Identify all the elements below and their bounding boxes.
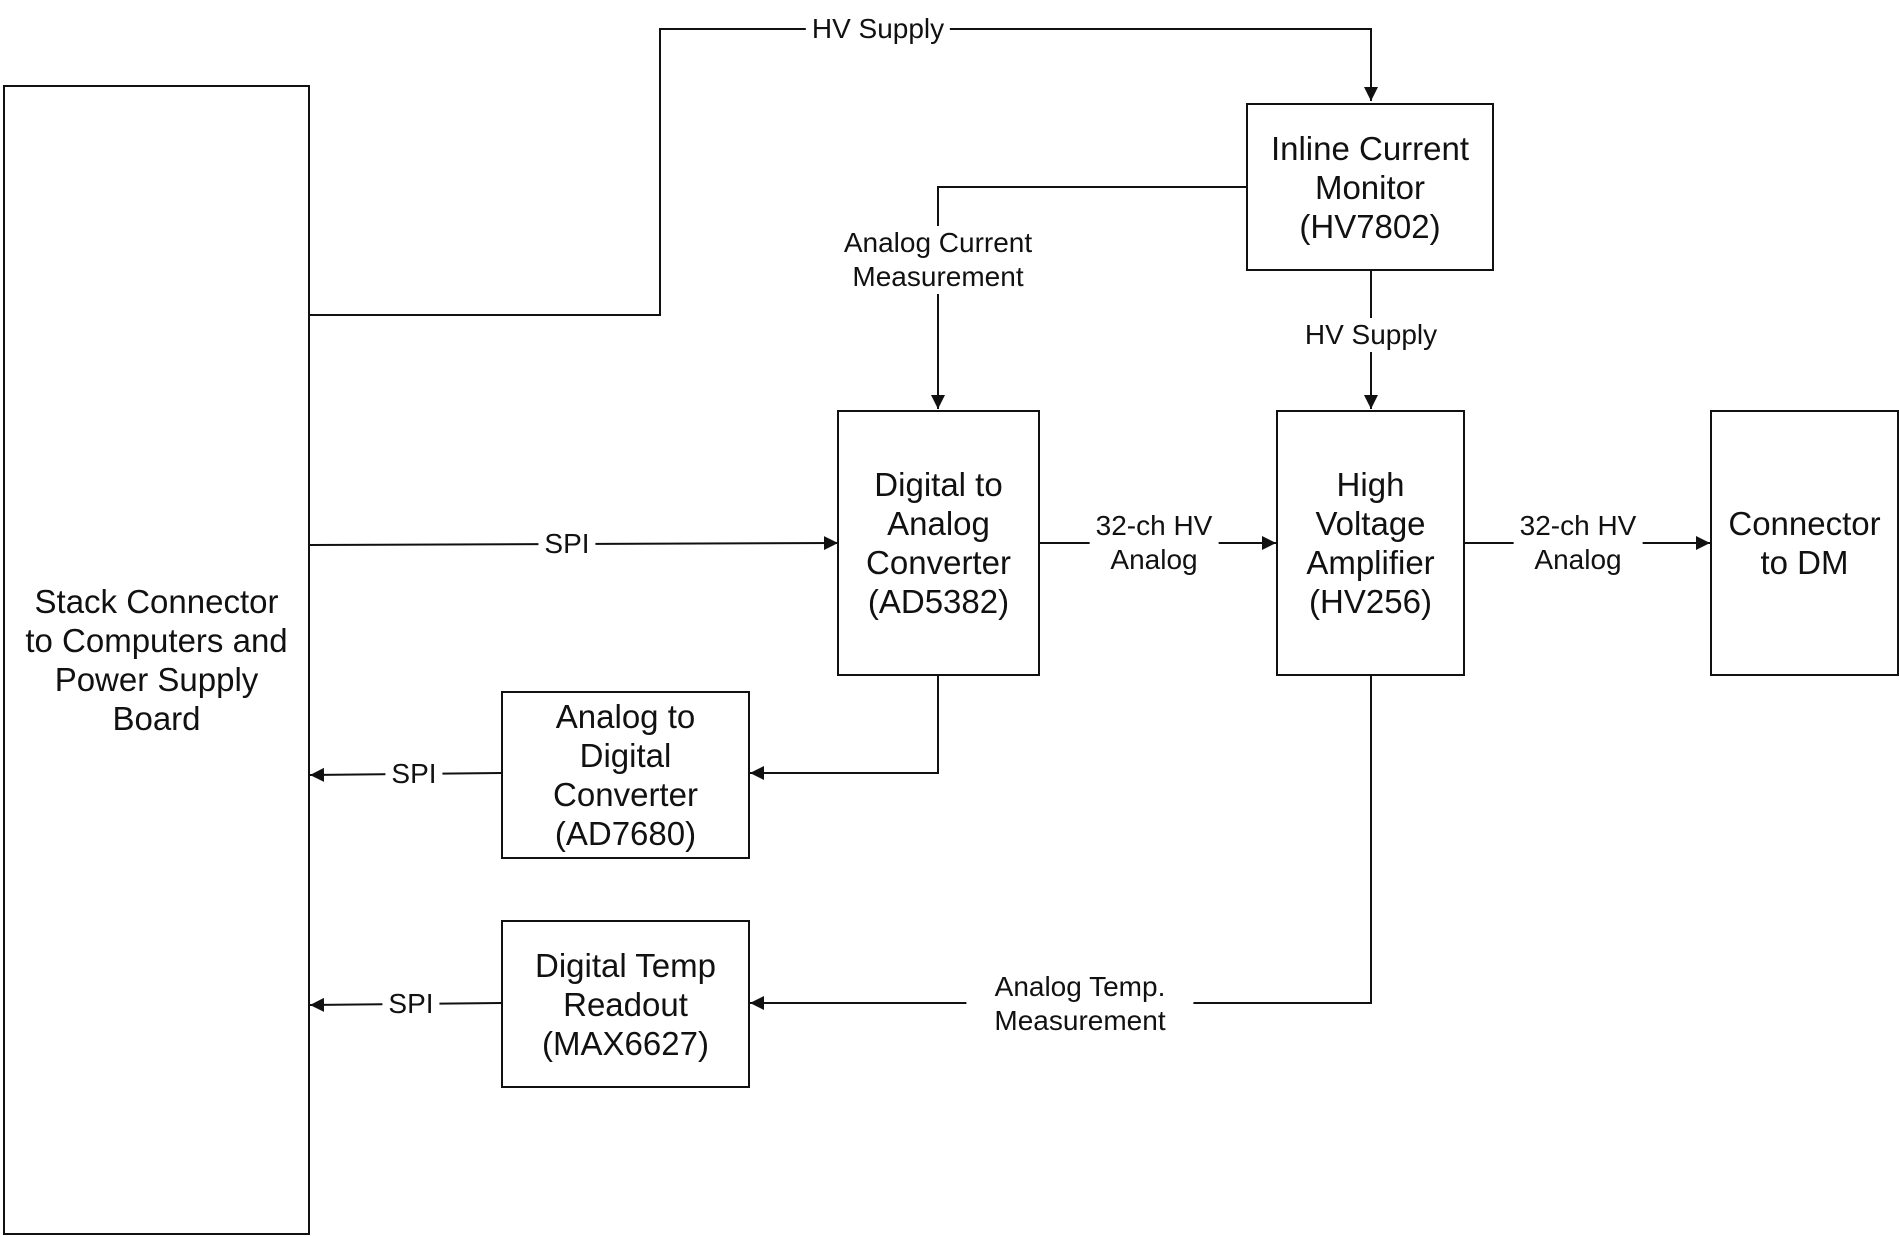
hv-amplifier-block: High Voltage Amplifier (HV256) [1276,410,1465,676]
label-spi-temp: SPI [382,987,440,1021]
label-hv-analog-2: 32-ch HV Analog [1513,509,1643,577]
label-hv-supply-top: HV Supply [805,12,951,46]
wire-analog-temp [750,676,1372,1010]
label-hv-analog-1: 32-ch HV Analog [1089,509,1219,577]
label-spi-adc: SPI [385,757,443,791]
label-analog-temp: Analog Temp. Measurement [966,970,1194,1038]
label-hv-supply-mid: HV Supply [1298,318,1444,352]
wire-hv-supply-top [310,28,1378,316]
dac-block: Digital to Analog Converter (AD5382) [837,410,1040,676]
label-spi-dac: SPI [538,527,596,561]
stack-connector-block: Stack Connector to Computers and Power S… [3,85,310,1235]
label-analog-current: Analog Current Measurement [837,226,1039,294]
adc-block: Analog to Digital Converter (AD7680) [501,691,750,859]
connector-dm-block: Connector to DM [1710,410,1899,676]
wire-dac-adc [750,676,939,780]
wire-analog-current [931,186,1247,409]
temp-readout-block: Digital Temp Readout (MAX6627) [501,920,750,1088]
inline-current-monitor-block: Inline Current Monitor (HV7802) [1246,103,1494,271]
